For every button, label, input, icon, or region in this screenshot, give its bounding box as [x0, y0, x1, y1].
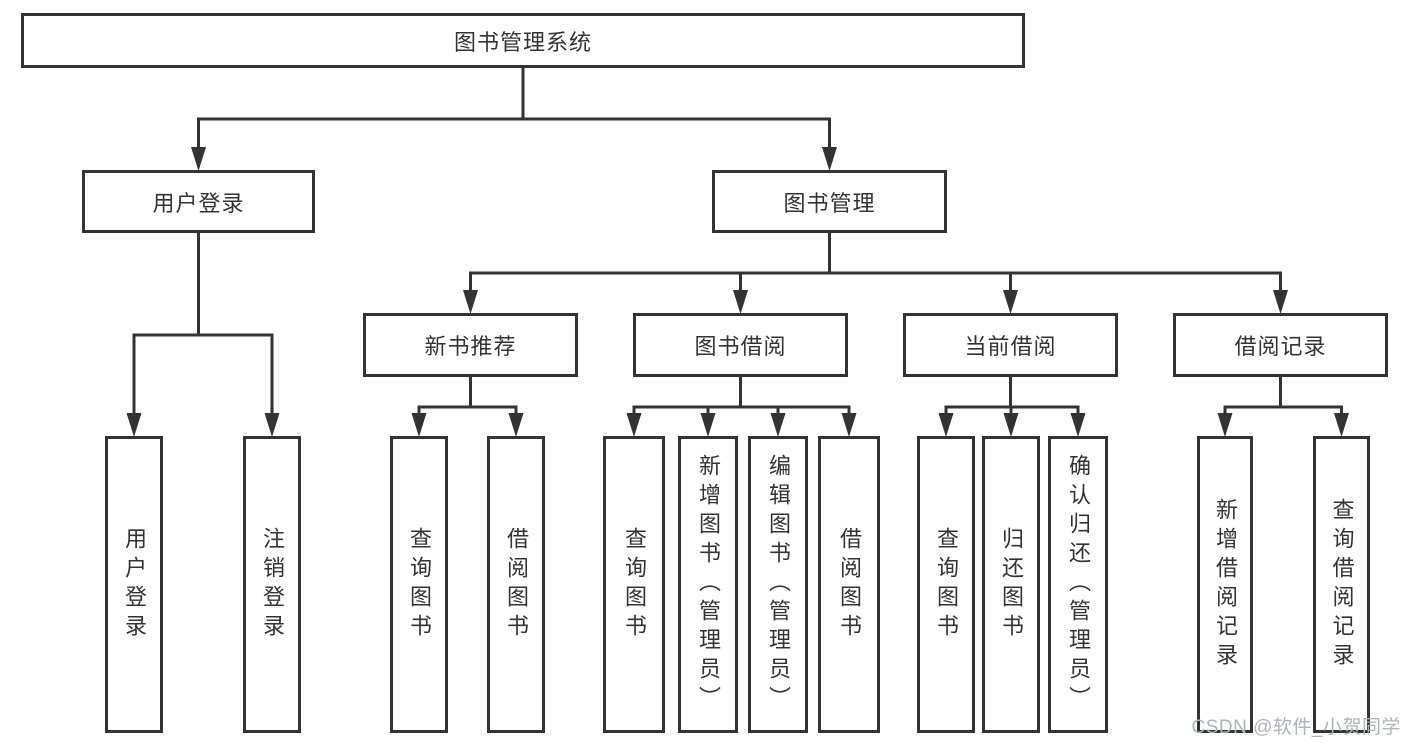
node-add-book-admin: 新增图书（管理员） — [678, 436, 738, 733]
node-current-borrowing: 当前借阅 — [903, 313, 1118, 377]
node-query-books-current: 查询图书 — [917, 436, 975, 733]
node-label: 借阅图书 — [837, 526, 862, 643]
node-label: 图书借阅 — [694, 334, 787, 359]
node-borrowing-records: 借阅记录 — [1173, 313, 1388, 377]
node-label: 当前借阅 — [964, 334, 1057, 359]
node-label: 查询图书 — [622, 526, 647, 643]
node-query-books-recommendation: 查询图书 — [390, 436, 448, 733]
node-label: 借阅图书 — [504, 526, 529, 643]
node-library-management-system: 图书管理系统 — [21, 13, 1025, 68]
node-query-borrowing-record: 查询借阅记录 — [1313, 436, 1370, 733]
node-label: 确认归还（管理员） — [1066, 454, 1091, 715]
node-label: 新书推荐 — [424, 334, 517, 359]
node-label: 注销登录 — [260, 526, 285, 643]
node-label: 图书管理系统 — [453, 29, 592, 55]
node-book-borrowing: 图书借阅 — [633, 313, 848, 377]
node-label: 归还图书 — [999, 526, 1024, 643]
node-label: 借阅记录 — [1234, 334, 1327, 359]
watermark: CSDN @软件_小贺同学 — [1191, 717, 1401, 738]
node-label: 图书管理 — [783, 190, 876, 216]
node-edit-book-admin: 编辑图书（管理员） — [748, 436, 808, 733]
node-label: 查询借阅记录 — [1329, 497, 1355, 672]
node-label: 用户登录 — [122, 526, 147, 643]
node-borrow-books-recommendation: 借阅图书 — [487, 436, 545, 733]
node-label: 新增图书（管理员） — [696, 454, 721, 715]
node-add-borrowing-record: 新增借阅记录 — [1197, 436, 1253, 733]
node-new-book-recommendation: 新书推荐 — [363, 313, 578, 377]
node-label: 用户登录 — [152, 190, 245, 216]
node-book-management-module: 图书管理 — [712, 170, 947, 233]
node-logout: 注销登录 — [243, 436, 301, 733]
node-user-login-action: 用户登录 — [105, 436, 163, 733]
node-label: 查询图书 — [934, 526, 959, 643]
node-return-books: 归还图书 — [982, 436, 1040, 733]
node-query-books-borrowing: 查询图书 — [603, 436, 665, 733]
node-confirm-return-admin: 确认归还（管理员） — [1048, 436, 1108, 733]
node-label: 新增借阅记录 — [1213, 497, 1238, 672]
node-user-login-module: 用户登录 — [82, 170, 315, 233]
node-label: 查询图书 — [407, 526, 432, 643]
node-borrow-books-borrowing: 借阅图书 — [818, 436, 880, 733]
node-label: 编辑图书（管理员） — [766, 454, 791, 715]
